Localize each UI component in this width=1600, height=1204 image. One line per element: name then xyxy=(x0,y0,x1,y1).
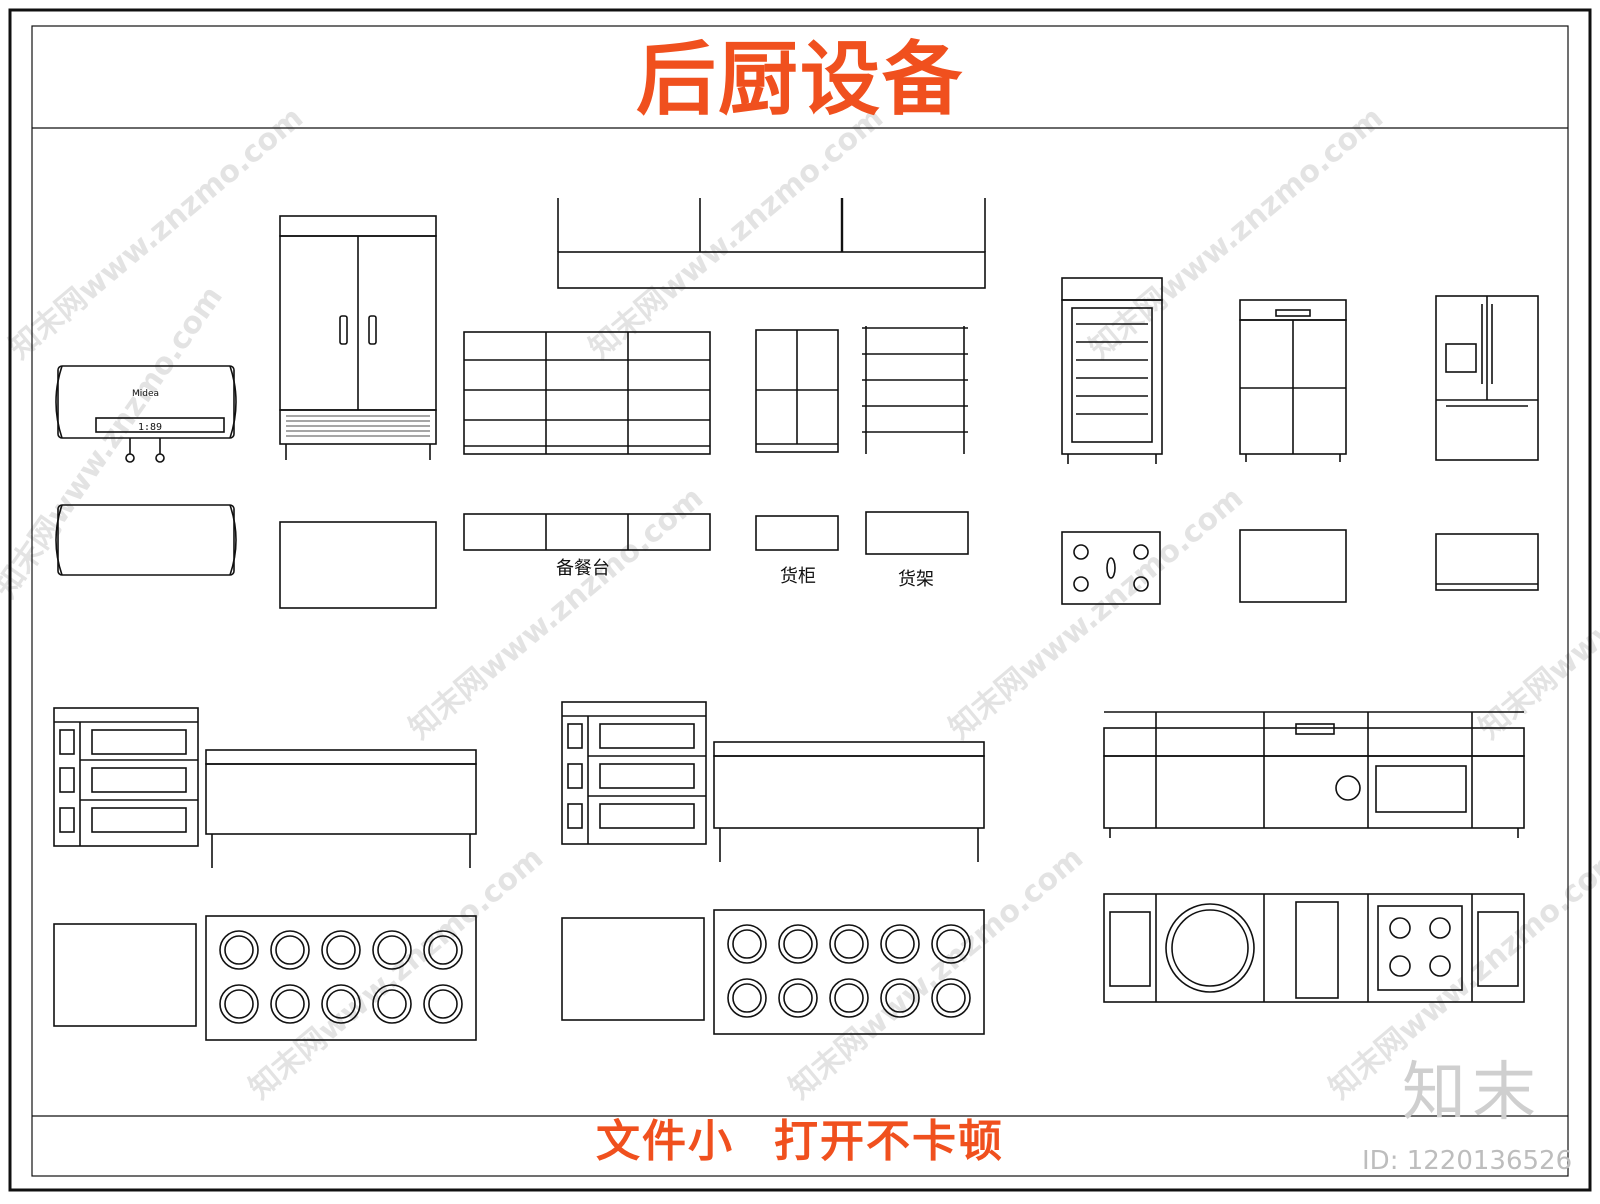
burner-ring xyxy=(778,924,818,964)
burner-ring xyxy=(732,983,762,1013)
burner-ring xyxy=(834,929,864,959)
range-right-burners xyxy=(727,924,971,1018)
french-door-fridge-front xyxy=(1435,295,1539,461)
burner-ring xyxy=(321,984,361,1024)
burner-ring xyxy=(829,978,869,1018)
prep-counter-front xyxy=(463,331,711,455)
burner-ring xyxy=(377,935,407,965)
footer-slogan: 文件小打开不卡顿 xyxy=(0,1112,1600,1172)
inner-frame xyxy=(31,25,1569,1177)
range-left-plan xyxy=(205,915,477,1041)
burner-ring xyxy=(732,929,762,959)
prep-counter-plan xyxy=(463,513,711,551)
burner-ring xyxy=(270,930,310,970)
watermark-text: 知末网www.znzmo.com xyxy=(1473,480,1600,746)
storage-cabinet-front xyxy=(755,329,839,453)
four-door-fridge-front xyxy=(1239,299,1347,462)
burner-ring xyxy=(326,989,356,1019)
burner-ring xyxy=(423,930,463,970)
cooking-line-front xyxy=(1103,711,1525,838)
burner-ring xyxy=(428,989,458,1019)
burner-ring xyxy=(224,935,254,965)
label-prep-counter: 备餐台 xyxy=(556,558,610,579)
burner-ring xyxy=(880,978,920,1018)
storage-shelf-plan xyxy=(865,511,969,555)
label-storage-shelf: 货架 xyxy=(898,569,934,590)
burner-ring xyxy=(372,930,412,970)
burner-ring xyxy=(931,978,971,1018)
burner-ring xyxy=(727,924,767,964)
range-left-front xyxy=(205,749,477,868)
watermark-text: 知末网www.znzmo.com xyxy=(783,840,1090,1106)
burner-ring xyxy=(372,984,412,1024)
proofer-plan xyxy=(1061,531,1161,605)
watermark-layer: 知末网www.znzmo.com 知末网www.znzmo.com 知末网www… xyxy=(0,100,1600,1106)
burner-ring xyxy=(321,930,361,970)
wall-cabinet xyxy=(557,198,986,289)
range-left-burners xyxy=(219,930,463,1024)
burner-ring xyxy=(326,935,356,965)
burner-ring xyxy=(778,978,818,1018)
watermark-text: 知末网www.znzmo.com xyxy=(1083,100,1390,366)
water-heater-plan xyxy=(55,504,237,576)
range-right-front xyxy=(713,741,985,862)
page-title: 后厨设备 xyxy=(636,33,964,126)
burner-ring xyxy=(219,984,259,1024)
burner-ring xyxy=(834,983,864,1013)
cooking-line-plan xyxy=(1103,893,1525,1003)
burner-ring xyxy=(428,935,458,965)
burner-ring xyxy=(275,935,305,965)
storage-shelf-front xyxy=(862,326,968,454)
burner-ring xyxy=(936,929,966,959)
burner-ring xyxy=(880,924,920,964)
burner-ring xyxy=(885,983,915,1013)
burner-ring xyxy=(377,989,407,1019)
burner-ring xyxy=(224,989,254,1019)
watermark-text: 知末网www.znzmo.com xyxy=(3,100,310,366)
burner-ring xyxy=(423,984,463,1024)
brand-logo: 知末 xyxy=(1402,1056,1542,1130)
range-right-plan xyxy=(713,909,985,1035)
slogan-no-lag: 打开不卡顿 xyxy=(774,1116,1004,1167)
deck-oven-right-plan xyxy=(561,917,705,1021)
heater-display: 1:89 xyxy=(138,422,162,433)
deck-oven-left-front xyxy=(53,707,199,847)
outer-frame xyxy=(8,8,1592,1192)
image-id: ID: 1220136526 xyxy=(1362,1146,1573,1176)
burner-ring xyxy=(783,929,813,959)
double-door-fridge-front xyxy=(279,215,437,460)
burner-ring xyxy=(270,984,310,1024)
burner-ring xyxy=(783,983,813,1013)
four-door-fridge-plan xyxy=(1239,529,1347,603)
watermark-text: 知末网www.znzmo.com xyxy=(943,480,1250,746)
watermark-text: 知末网www.znzmo.com xyxy=(243,840,550,1106)
burner-ring xyxy=(885,929,915,959)
burner-ring xyxy=(275,989,305,1019)
burner-ring xyxy=(829,924,869,964)
burner-ring xyxy=(931,924,971,964)
storage-cabinet-plan xyxy=(755,515,839,551)
proofer-front xyxy=(1061,277,1163,464)
slogan-small-file: 文件小 xyxy=(596,1116,734,1167)
deck-oven-left-plan xyxy=(53,923,197,1027)
water-heater-front: Midea 1:89 xyxy=(55,365,237,463)
double-door-fridge-plan xyxy=(279,521,437,609)
burner-ring xyxy=(936,983,966,1013)
burner-ring xyxy=(219,930,259,970)
burner-ring xyxy=(727,978,767,1018)
french-door-fridge-plan xyxy=(1435,533,1539,591)
heater-logo: Midea xyxy=(132,389,159,399)
watermark-text: 知末网www.znzmo.com xyxy=(403,480,710,746)
deck-oven-right-front xyxy=(561,701,707,845)
watermark-text: 知末网www.znzmo.com xyxy=(583,100,890,366)
label-storage-cabinet: 货柜 xyxy=(780,566,816,587)
